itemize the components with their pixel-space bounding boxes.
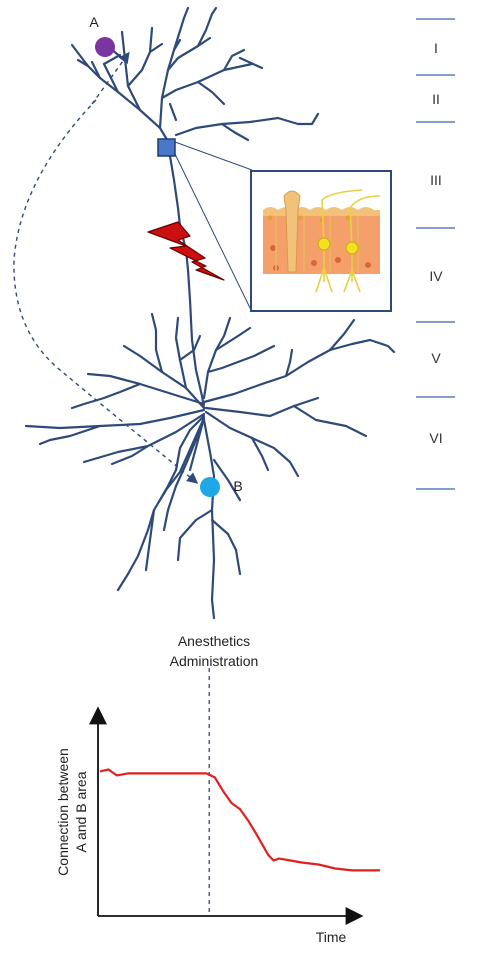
layer-label-2: II	[432, 91, 440, 107]
cortical-layer-labels: I II III IV V VI	[429, 40, 443, 446]
layer-label-3: III	[430, 172, 442, 188]
layer-label-6: VI	[429, 430, 442, 446]
lower-dendritic-tree	[24, 312, 396, 620]
zoom-connector-lines	[174, 141, 253, 313]
cortical-layer-boundaries	[416, 18, 455, 490]
y-axis-label-line2: A and B area	[73, 771, 89, 852]
neuron-b	[200, 477, 220, 497]
neuron-b-label: B	[233, 478, 242, 494]
y-axis-label-line1: Connection between	[55, 748, 71, 876]
layer-label-4: IV	[429, 268, 443, 284]
upper-dendritic-tree	[70, 6, 320, 150]
x-axis-label: Time	[316, 929, 347, 945]
neuron-a-label: A	[89, 14, 99, 30]
event-label-line1: Anesthetics	[178, 633, 250, 649]
lightning-bolt-icon	[147, 221, 225, 281]
neuron-a	[95, 37, 115, 57]
synapse-marker-square	[157, 138, 176, 157]
axon	[168, 154, 206, 410]
connection-chart: Time Connection between A and B area	[55, 668, 380, 945]
projection-pathway	[13, 99, 199, 484]
layer-label-5: V	[431, 350, 441, 366]
layer-label-1: I	[434, 40, 438, 56]
projection-arrow-up	[91, 51, 130, 105]
synapse-inset	[250, 170, 392, 312]
series-line	[99, 768, 380, 872]
event-label-line2: Administration	[170, 653, 259, 669]
